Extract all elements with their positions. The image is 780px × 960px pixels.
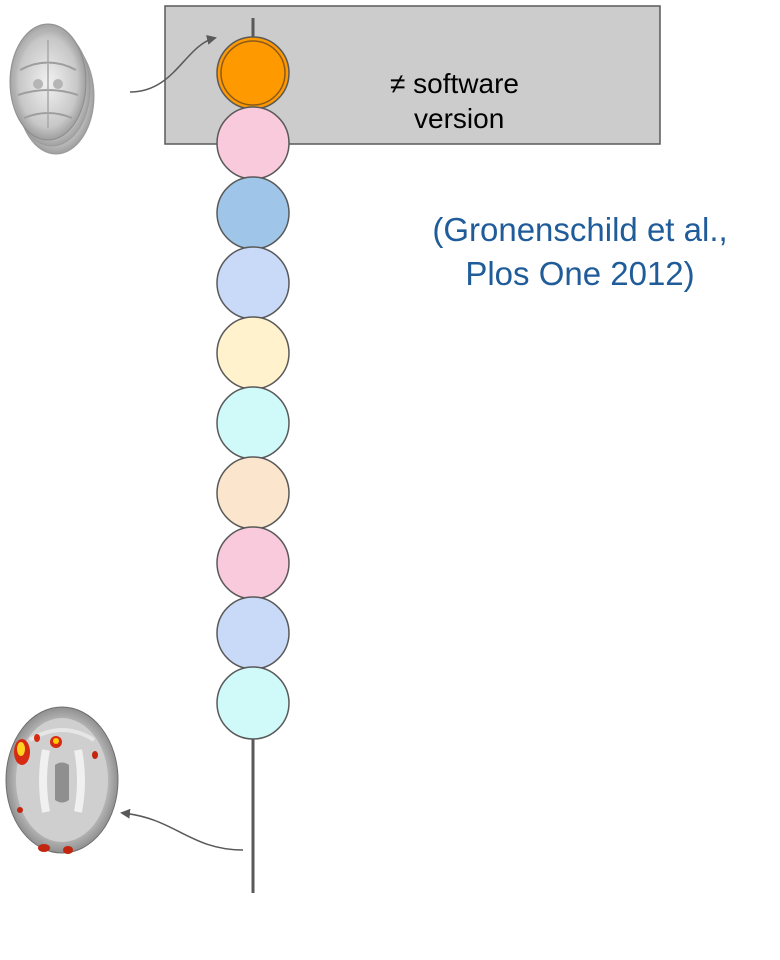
raw-brain-scan-stack-icon xyxy=(9,23,95,155)
pipeline-step xyxy=(216,246,290,320)
pipeline-step xyxy=(216,526,290,600)
citation: (Gronenschild et al., Plos One 2012) xyxy=(380,208,780,296)
annotation-note: ≠ software version xyxy=(390,66,590,136)
annotation-line-1: ≠ software xyxy=(390,68,519,99)
annotation-line-2: version xyxy=(414,103,505,134)
citation-line-1: (Gronenschild et al., xyxy=(432,211,728,248)
citation-line-2: Plos One 2012) xyxy=(465,255,695,292)
pipeline-step xyxy=(216,106,290,180)
brain-activation-map-icon xyxy=(5,706,119,854)
input-arrow xyxy=(129,34,217,93)
output-arrow xyxy=(120,808,244,851)
pipeline-steps xyxy=(216,36,290,740)
pipeline-step xyxy=(216,596,290,670)
pipeline-step xyxy=(216,176,290,250)
pipeline-step-highlighted xyxy=(216,36,290,110)
pipeline-step xyxy=(216,316,290,390)
pipeline-step-inner-ring xyxy=(220,40,286,106)
pipeline-step xyxy=(216,456,290,530)
pipeline-step xyxy=(216,386,290,460)
pipeline-step xyxy=(216,666,290,740)
